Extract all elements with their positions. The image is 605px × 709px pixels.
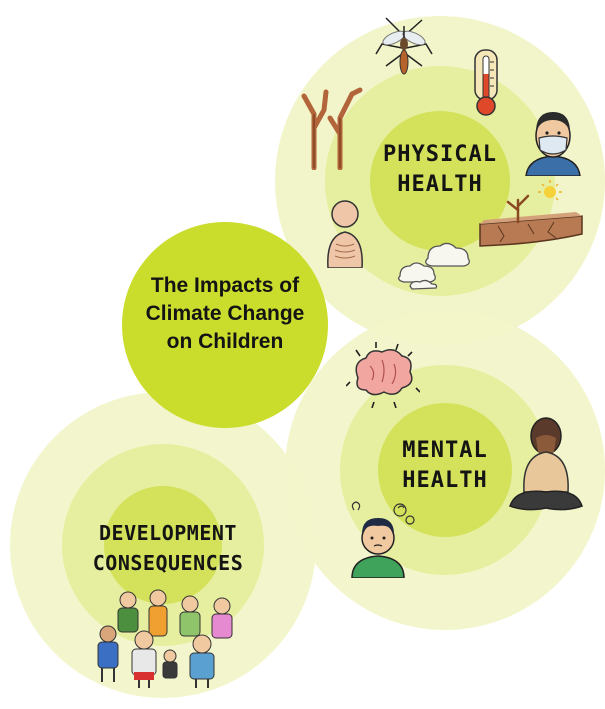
- physical-label-line2: HEALTH: [397, 172, 483, 197]
- development-inner-ring: [104, 486, 222, 604]
- children-group-icon: [97, 589, 233, 688]
- development-label-line2: CONSEQUENCES: [92, 551, 244, 575]
- development-label: DEVELOPMENT CONSEQUENCES: [60, 518, 276, 578]
- malnourished-child-icon: [327, 200, 363, 268]
- dead-trees-icon: [301, 87, 363, 170]
- physical-health-label: PHYSICAL HEALTH: [360, 140, 520, 200]
- mental-inner-ring: [378, 403, 512, 537]
- worried-boy-icon: [351, 501, 415, 578]
- center-title-line2: Climate Change: [145, 302, 305, 325]
- center-circle: [122, 222, 328, 428]
- masked-person-icon: [525, 112, 581, 176]
- mental-label-line2: HEALTH: [402, 468, 488, 493]
- mental-label-line1: MENTAL: [402, 438, 488, 463]
- physical-label-line1: PHYSICAL: [383, 142, 497, 167]
- thermometer-icon: [474, 49, 498, 116]
- center-title-line1: The Impacts of: [150, 274, 300, 297]
- center-title-line3: on Children: [166, 330, 284, 353]
- drought-icon: [479, 180, 583, 247]
- center-title: The Impacts of Climate Change on Childre…: [130, 272, 320, 356]
- distressed-woman-icon: [509, 417, 583, 511]
- development-label-line1: DEVELOPMENT: [99, 521, 237, 545]
- mental-health-label: MENTAL HEALTH: [370, 436, 520, 496]
- mosquito-icon: [375, 17, 433, 75]
- clouds-icon: [398, 242, 470, 290]
- stressed-brain-icon: [346, 342, 420, 408]
